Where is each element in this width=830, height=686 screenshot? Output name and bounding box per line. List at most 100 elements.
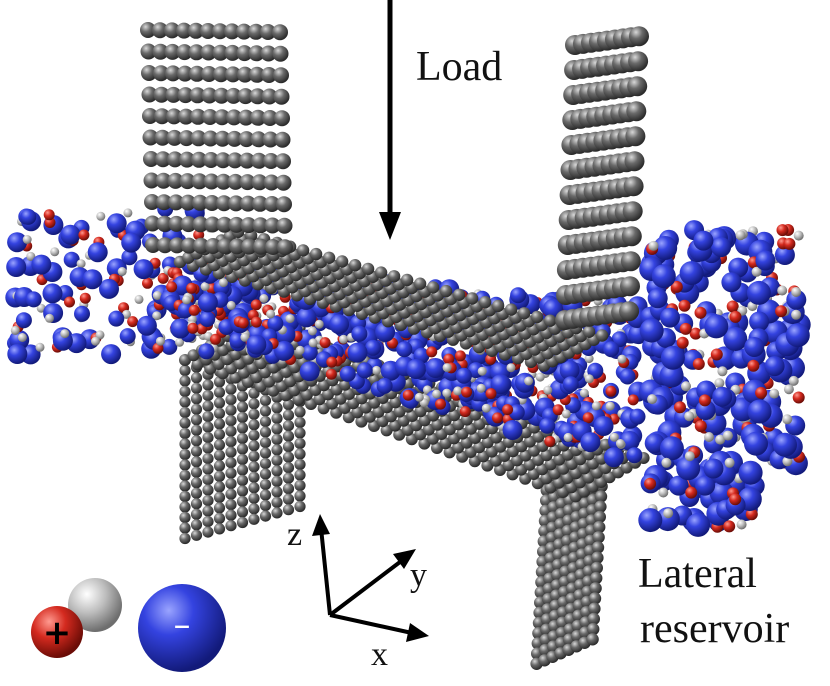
wall-atom [154, 129, 171, 146]
wall-atom [252, 217, 269, 234]
wall-atom [275, 153, 291, 170]
wall-atom [259, 437, 272, 449]
wall-atom [215, 173, 232, 190]
wall-atom [179, 385, 191, 398]
wall-atom [202, 442, 214, 454]
wall-atom [259, 405, 272, 417]
anion-atom [712, 386, 733, 407]
wall-atom [202, 495, 214, 507]
wall-atom [190, 372, 203, 384]
wall-atom [271, 402, 283, 414]
anion-atom [695, 400, 716, 420]
neutral-atom [658, 487, 669, 498]
wall-atom [250, 131, 267, 148]
anion-atom [20, 208, 37, 225]
neutral-atom [609, 432, 619, 442]
cation-atom [250, 316, 262, 328]
cation-atom [783, 237, 796, 250]
wall-atom [155, 151, 171, 168]
wall-atom [248, 429, 260, 441]
wall-atom [152, 43, 169, 60]
z-axis-arrowhead [312, 514, 330, 536]
wall-atom [179, 490, 191, 503]
neutral-atom [182, 295, 191, 305]
wall-atom [225, 415, 237, 427]
anion-atom [785, 323, 810, 348]
wall-atom [190, 424, 203, 436]
anion-atom [15, 312, 32, 329]
wall-atom [191, 151, 207, 168]
cation-atom [644, 477, 657, 490]
wall-atom [587, 612, 600, 626]
wall-atom [179, 427, 191, 440]
wall-atom [190, 529, 203, 541]
wall-atom [259, 479, 272, 491]
wall-atom [530, 310, 544, 324]
wall-atom [248, 482, 260, 494]
wall-atom [248, 492, 260, 504]
neutral-atom [735, 230, 746, 241]
wall-atom [248, 513, 260, 525]
wall-atom [374, 266, 388, 279]
wall-atom [400, 273, 414, 287]
anion-atom [660, 307, 680, 328]
wall-atom [238, 109, 254, 126]
y-axis-arrowhead [393, 549, 416, 569]
wall-atom [179, 522, 191, 534]
wall-atom [154, 108, 170, 125]
wall-atom [259, 468, 272, 480]
cation-atom [605, 385, 617, 397]
x-axis-line [329, 613, 413, 635]
wall-atom [225, 467, 237, 479]
cation-atom [552, 404, 564, 416]
neutral-atom [240, 332, 250, 342]
wall-atom [204, 195, 220, 211]
wall-atom [216, 195, 232, 212]
anion-atom [339, 365, 356, 382]
cation-atom [443, 353, 455, 365]
neutral-atom [22, 235, 32, 244]
wall-atom [259, 458, 272, 470]
wall-atom [236, 453, 249, 466]
wall-atom [179, 459, 191, 471]
wall-atom [335, 255, 349, 268]
neutral-atom [704, 432, 714, 442]
neutral-atom [477, 366, 487, 376]
wall-atom [192, 216, 209, 233]
wall-atom [504, 303, 518, 316]
anion-atom [490, 374, 511, 395]
cation-atom [435, 398, 446, 410]
wall-atom [251, 152, 267, 169]
anion-atom [136, 315, 157, 336]
wall-atom [296, 244, 310, 257]
wall-atom [166, 129, 183, 146]
wall-atom [282, 430, 295, 442]
anion-atom [703, 458, 724, 479]
anion-atom [406, 359, 427, 379]
axes-triad [312, 514, 429, 642]
cation-atom [237, 317, 249, 329]
neutral-atom [117, 267, 127, 276]
anion-atom [695, 475, 716, 496]
wall-atom [387, 270, 401, 283]
wall-atom [426, 281, 440, 294]
load-arrow [379, 0, 401, 240]
wall-atom [202, 390, 214, 402]
wall-atom [190, 466, 203, 478]
wall-atom [202, 400, 214, 412]
cation-atom [679, 322, 692, 335]
wall-atom [282, 420, 295, 432]
anion-atom [580, 432, 601, 453]
wall-atom [212, 44, 229, 61]
neutral-atom [684, 411, 695, 422]
wall-atom [225, 499, 237, 511]
wall-atom [179, 406, 191, 419]
cation-atom [692, 358, 705, 370]
wall-atom [140, 22, 156, 38]
neutral-atom [442, 388, 452, 398]
wall-atom [202, 505, 214, 517]
anion-atom [177, 301, 194, 318]
anion-atom [693, 230, 714, 251]
anion-atom [356, 362, 373, 379]
wall-atom [202, 463, 214, 475]
